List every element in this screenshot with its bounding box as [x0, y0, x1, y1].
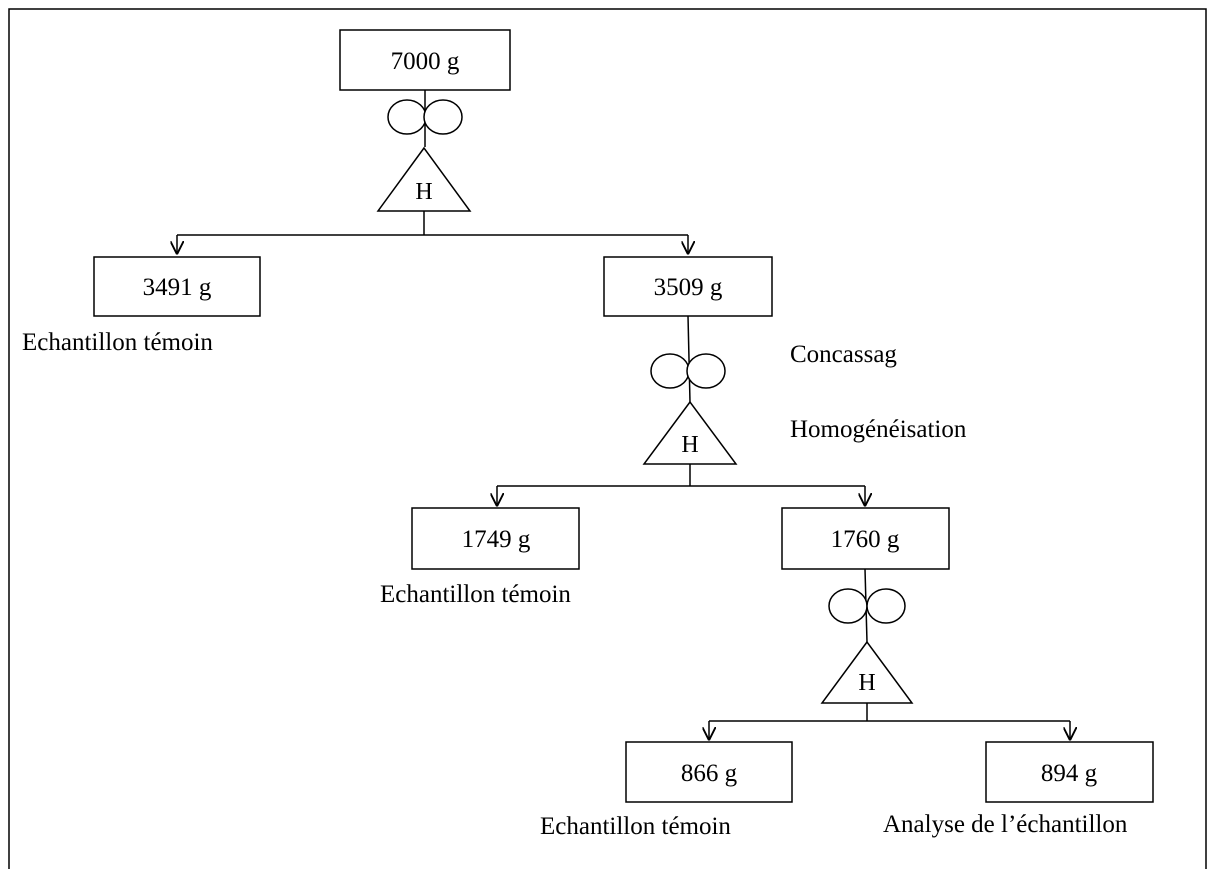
box-1760 — [781, 507, 950, 570]
caption-reference-sample-3: Echantillon témoin — [540, 813, 731, 840]
homogenizer-letter: H — [858, 670, 875, 696]
stem-3509 — [687, 315, 691, 403]
box-894 — [985, 741, 1154, 803]
crusher-icon — [828, 588, 906, 624]
mass-3509: 3509 g — [654, 274, 723, 301]
mass-root: 7000 g — [391, 48, 460, 75]
box-3491 — [93, 256, 261, 317]
caption-sample-analysis: Analyse de l’échantillon — [883, 811, 1128, 838]
caption-reference-sample-2: Echantillon témoin — [380, 581, 571, 608]
outer-frame — [8, 8, 1207, 869]
crusher-icon — [650, 353, 726, 389]
box-866 — [625, 741, 793, 803]
mass-866: 866 g — [681, 760, 738, 787]
legend-homogenization: Homogénéisation — [790, 416, 967, 443]
box-1749 — [411, 507, 580, 570]
mass-1760: 1760 g — [831, 526, 900, 553]
legend-crushing: Concassag — [790, 341, 897, 368]
homogenizer-letter: H — [415, 179, 432, 205]
mass-894: 894 g — [1041, 760, 1098, 787]
box-3509 — [603, 256, 773, 317]
caption-reference-sample-1: Echantillon témoin — [22, 329, 213, 356]
mass-1749: 1749 g — [462, 526, 531, 553]
mass-3491: 3491 g — [143, 274, 212, 301]
crusher-icon — [387, 99, 463, 135]
box-root — [339, 29, 511, 91]
homogenizer-letter: H — [681, 432, 698, 458]
